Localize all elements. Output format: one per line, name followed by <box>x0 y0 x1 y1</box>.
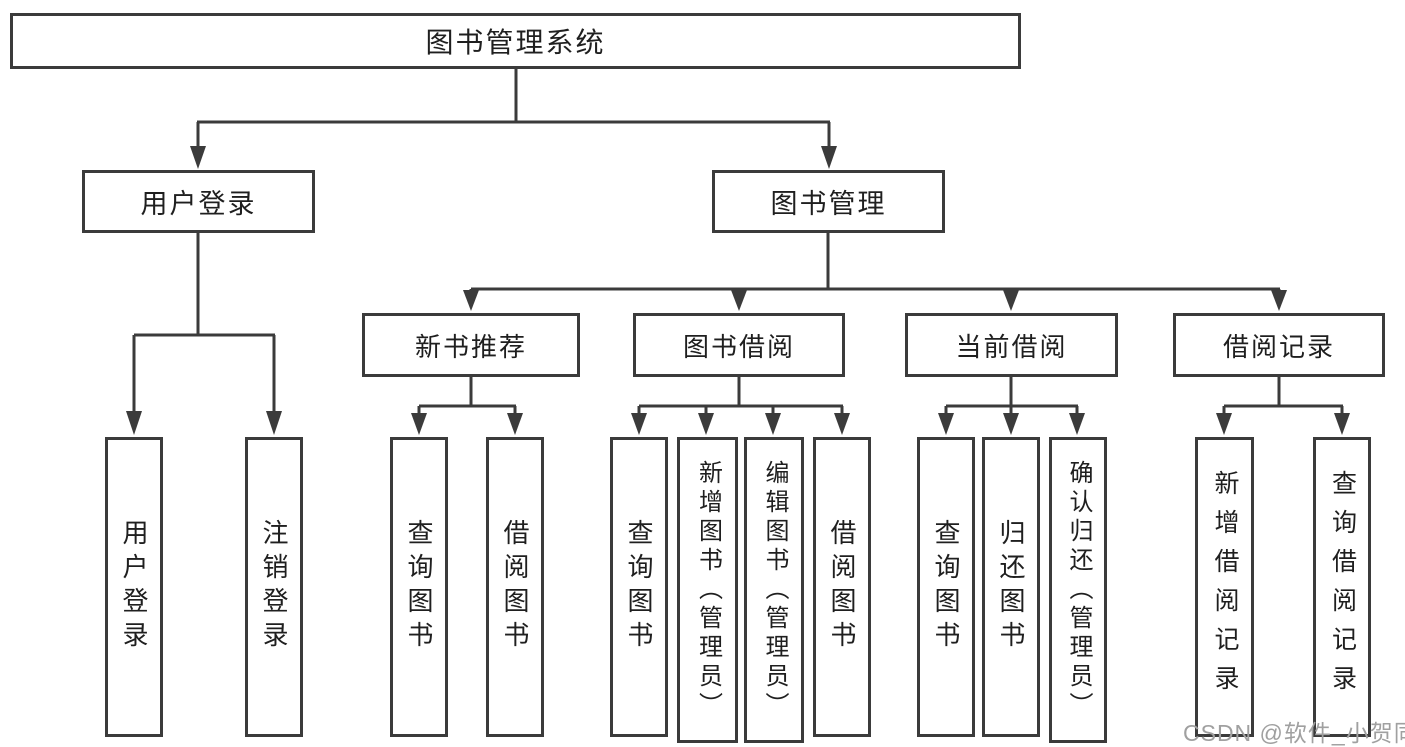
arrowhead-icon <box>821 146 837 169</box>
arrowhead-icon <box>698 413 714 435</box>
arrowhead-icon <box>266 411 282 435</box>
leaf-label: 借阅图书 <box>827 519 857 655</box>
leaf-edit-book-admin: 编辑图书（管理员） <box>744 437 804 743</box>
leaf-confirm-return-admin: 确认归还（管理员） <box>1049 437 1107 743</box>
node-borrow-record: 借阅记录 <box>1173 313 1385 377</box>
arrowhead-icon <box>938 413 954 435</box>
arrowhead-icon <box>1216 413 1232 435</box>
leaf-query-book-borrow: 查询图书 <box>610 437 668 737</box>
node-new-book-recommend: 新书推荐 <box>362 313 580 377</box>
arrowhead-icon <box>1271 290 1287 311</box>
leaf-return-book: 归还图书 <box>982 437 1040 737</box>
leaf-label: 查询图书 <box>404 519 434 655</box>
arrowhead-icon <box>507 413 523 435</box>
leaf-label: 新增借阅记录 <box>1211 470 1239 704</box>
leaf-label: 查询图书 <box>624 519 654 655</box>
leaf-query-borrow-record: 查询借阅记录 <box>1313 437 1371 737</box>
leaf-query-book-current: 查询图书 <box>917 437 975 737</box>
arrowhead-icon <box>411 413 427 435</box>
leaf-borrow-book-newrec: 借阅图书 <box>486 437 544 737</box>
watermark: CSDN @软件_小贺同学 <box>1183 720 1405 746</box>
leaf-user-login: 用户登录 <box>105 437 163 737</box>
node-current-borrow: 当前借阅 <box>905 313 1118 377</box>
node-user-login: 用户登录 <box>82 170 315 233</box>
node-root: 图书管理系统 <box>10 13 1021 69</box>
arrowhead-icon <box>1003 290 1019 311</box>
arrowhead-icon <box>126 411 142 435</box>
arrowhead-icon <box>1334 413 1350 435</box>
leaf-label: 归还图书 <box>996 519 1026 655</box>
leaf-query-book-newrec: 查询图书 <box>390 437 448 737</box>
leaf-borrow-book: 借阅图书 <box>813 437 871 737</box>
leaf-label: 注销登录 <box>259 519 289 655</box>
arrowhead-icon <box>190 146 206 169</box>
leaf-add-borrow-record: 新增借阅记录 <box>1195 437 1254 737</box>
leaf-label: 查询图书 <box>931 519 961 655</box>
leaf-label: 编辑图书（管理员） <box>761 459 788 721</box>
arrowhead-icon <box>1003 413 1019 435</box>
node-book-management: 图书管理 <box>712 170 945 233</box>
arrowhead-icon <box>463 290 479 311</box>
arrowhead-icon <box>731 290 747 311</box>
leaf-label: 借阅图书 <box>500 519 530 655</box>
leaf-label: 用户登录 <box>119 519 149 655</box>
arrowhead-icon <box>1069 413 1085 435</box>
arrowhead-icon <box>765 413 781 435</box>
node-book-borrow: 图书借阅 <box>633 313 845 377</box>
arrowhead-icon <box>834 413 850 435</box>
leaf-add-book-admin: 新增图书（管理员） <box>677 437 738 743</box>
leaf-label: 查询借阅记录 <box>1328 470 1357 704</box>
leaf-label: 新增图书（管理员） <box>694 459 722 721</box>
leaf-label: 确认归还（管理员） <box>1065 459 1092 721</box>
arrowhead-icon <box>631 413 647 435</box>
leaf-logout: 注销登录 <box>245 437 303 737</box>
